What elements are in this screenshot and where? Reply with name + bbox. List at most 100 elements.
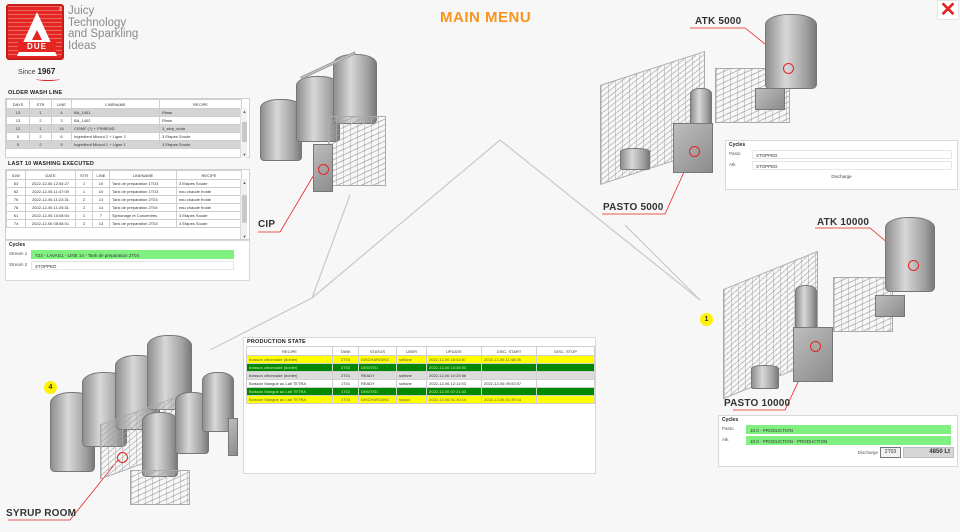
company-logo: DUE ® Juicy Technology and Sparkling Ide… (6, 4, 146, 84)
pasto10000-label[interactable]: PASTO 10000 (724, 398, 791, 409)
pasto5000-label[interactable]: PASTO 5000 (603, 202, 664, 213)
table-cell: BA_1401 (71, 108, 160, 117)
table-cell: BA_1402 (71, 116, 160, 125)
older-wash-scrollbar[interactable]: ▲ ▼ (240, 108, 247, 158)
syrup-room-label[interactable]: SYRUP ROOM (6, 508, 77, 519)
syrup-room-equipment[interactable] (30, 320, 245, 510)
table-cell: 13 (92, 195, 110, 204)
table-cell: sofiane (396, 355, 427, 364)
last-washing-scrollbar[interactable]: ▲ ▼ (240, 179, 247, 239)
table-cell: eau chaude froide (176, 203, 242, 212)
table-cell: 5 (51, 140, 72, 149)
table-cell: 5 (6, 140, 30, 149)
close-button[interactable]: ✕ (937, 0, 959, 20)
table-cell: Rinse (159, 108, 242, 117)
table-cell: Tank de preparation 2T03 (109, 195, 177, 204)
table-cell: Boisson Mangue au Lait TETRA (246, 387, 333, 396)
table-cell: 3 Etapes Soude (176, 219, 242, 228)
table-cell: Ingredient Mixout 2 + Ligne 2 (71, 132, 160, 141)
cip-equipment[interactable] (258, 44, 398, 194)
col-header[interactable]: STR (75, 170, 93, 180)
table-cell: 2022-12-06 01:39:14 (481, 395, 537, 404)
col-header[interactable]: DATE (25, 170, 76, 180)
table-cell: DEMTED (358, 363, 397, 372)
table-cell: 3 Etapes Soude (159, 140, 242, 149)
table-cell: Boisson Mangue au Lait TETRA (246, 395, 333, 404)
discharge-button[interactable]: Discharge (831, 174, 852, 179)
scroll-down-icon[interactable]: ▼ (242, 152, 247, 157)
table-cell: Tank de preparation 2T04 (109, 203, 177, 212)
col-header[interactable]: RECIPE (159, 99, 242, 109)
pasto10000-target-icon (810, 341, 821, 352)
col-header[interactable]: TANK (332, 346, 359, 356)
col-header[interactable]: LINE (51, 99, 72, 109)
table-cell: 2T02 (332, 363, 359, 372)
older-wash-line-panel: OLDER WASH LINE DAYS STR LINE LINENAME R… (5, 89, 250, 159)
col-header[interactable]: USER (396, 346, 427, 356)
table-cell (481, 371, 537, 380)
col-header[interactable]: STATUS (358, 346, 397, 356)
col-header[interactable]: RECIPE (176, 170, 242, 180)
col-header[interactable]: LINE (92, 170, 110, 180)
col-header[interactable]: LINENAME (71, 99, 160, 109)
logo-tagline: Juicy Technology and Sparkling Ideas (68, 5, 139, 52)
line-5000-equipment[interactable] (595, 8, 940, 198)
table-cell: DISCHARGING (358, 355, 397, 364)
table-cell: 13 (92, 219, 110, 228)
col-header[interactable]: DISC. STOP (536, 346, 595, 356)
col-header[interactable]: IDW (6, 170, 26, 180)
scroll-up-icon[interactable]: ▲ (242, 180, 247, 185)
col-header[interactable]: RECIPE (246, 346, 333, 356)
cip-cycles-title: Cycles (9, 242, 26, 248)
discharge-tank-field[interactable]: 2T03 (880, 447, 901, 458)
atk10000-label[interactable]: ATK 10000 (817, 217, 870, 228)
cip-cycles-panel: Cycles Stream 1 T23 - LAVAG1 - LINE 14 -… (5, 240, 250, 281)
table-cell: 13 (6, 116, 30, 125)
table-cell: 4 (51, 108, 72, 117)
stream-label: Stream 2 (9, 262, 28, 267)
col-header[interactable]: DAYS (6, 99, 30, 109)
col-header[interactable]: STR (29, 99, 52, 109)
cip-label[interactable]: CIP (258, 219, 276, 230)
col-header[interactable]: LINENAME (109, 170, 177, 180)
table-cell: 2022-12-06 12:11:53 (426, 379, 482, 388)
scroll-up-icon[interactable]: ▲ (242, 109, 247, 114)
link-line5000 (624, 224, 701, 301)
table-cell: 61 (6, 211, 26, 220)
discharge-quantity: 4850 Lt (903, 447, 954, 458)
cip-target-icon (318, 164, 329, 175)
pasto-cycle-label: Pasto (722, 426, 734, 431)
line-10000-equipment[interactable] (715, 205, 960, 405)
table-cell (536, 395, 595, 404)
table-cell (481, 363, 537, 372)
scroll-down-icon[interactable]: ▼ (242, 234, 247, 239)
table-cell (396, 363, 427, 372)
table-cell: 2022-12-06 07:21:03 (426, 387, 482, 396)
col-header[interactable]: DISC. START (481, 346, 537, 356)
table-cell: 2022-12-06 11:47:09 (25, 187, 76, 196)
stream-1-status: T23 - LAVAG1 - LINE 14 - Tank de prepara… (31, 250, 234, 259)
col-header[interactable]: UPDATE (426, 346, 482, 356)
table-cell: Ingredient Mixout 1 + Ligne 1 (71, 140, 160, 149)
table-cell: 10 (92, 179, 110, 188)
atk5000-label[interactable]: ATK 5000 (695, 16, 742, 27)
table-cell: 3 Etapes Soude (176, 211, 242, 220)
table-cell: 63 (6, 179, 26, 188)
